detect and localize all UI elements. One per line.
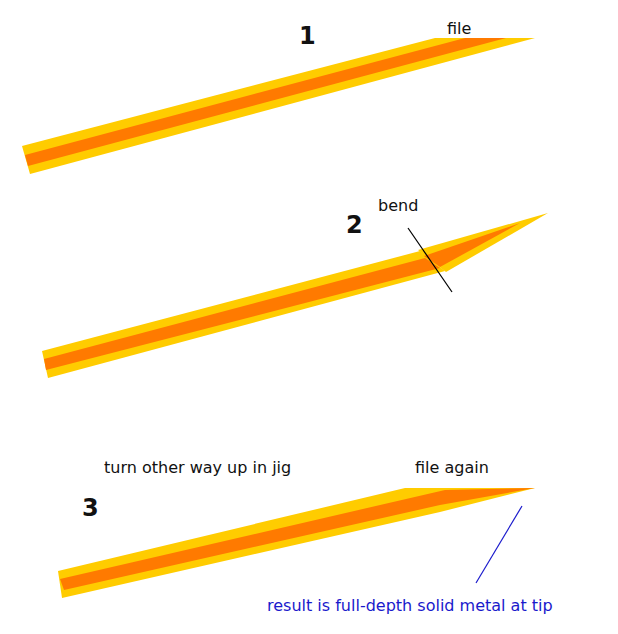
strip-core xyxy=(25,38,506,166)
strip-core xyxy=(44,258,440,370)
strip-outer xyxy=(418,213,548,272)
strip-outer xyxy=(22,38,535,174)
callout-number: 2 xyxy=(346,211,363,240)
strip-outer xyxy=(58,488,535,598)
strip-core xyxy=(60,488,535,590)
callout-number: 3 xyxy=(82,494,99,523)
step-note: file xyxy=(447,19,471,38)
result-note: result is full-depth solid metal at tip xyxy=(267,596,553,615)
step-note: bend xyxy=(378,196,418,215)
callout-number: 1 xyxy=(299,22,316,51)
strip-outer xyxy=(42,251,445,378)
leader-line xyxy=(476,506,522,583)
step-note: turn other way up in jig xyxy=(104,458,291,477)
step-note: file again xyxy=(415,458,489,477)
strip-core xyxy=(424,223,520,267)
bend-line xyxy=(408,228,452,292)
